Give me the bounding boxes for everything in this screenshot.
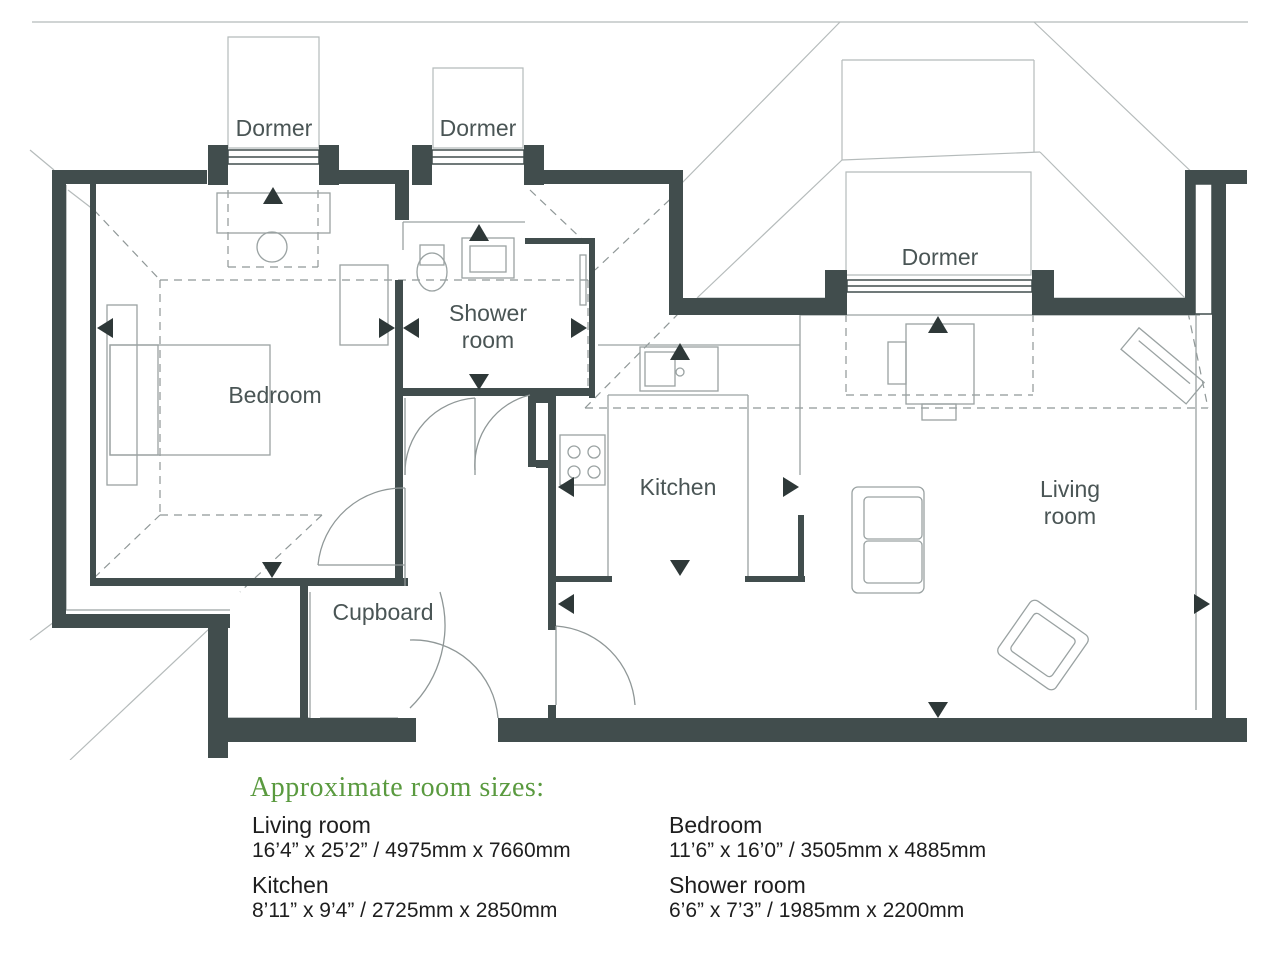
arrow-right-living [1194,594,1210,614]
label-cupboard: Cupboard [332,599,433,625]
sofa [851,486,925,594]
arrow-left-living [558,594,574,614]
basin [461,237,515,279]
arrow-left-bedroom [97,318,113,338]
hob [559,434,606,486]
sizes-title: Approximate room sizes: [250,772,545,803]
size-entry: Living room 16’4” x 25’2” / 4975mm x 766… [252,812,571,864]
sizes-column-right: Bedroom 11’6” x 16’0” / 3505mm x 4885mm … [669,812,986,932]
arrow-left-shower [403,318,419,338]
arrow-down-shower [469,374,489,390]
room-sizes: Approximate room sizes: Living room 16’4… [250,772,1250,952]
bedside-unit [106,304,138,486]
size-room-name: Shower room [669,872,806,898]
arrow-down-bedroom [262,562,282,578]
size-entry: Shower room 6’6” x 7’3” / 1985mm x 2200m… [669,872,986,924]
size-room-name: Living room [252,812,371,838]
windows [227,149,1213,315]
arrow-down-kitchen [670,560,690,576]
arrow-up-bed-dormer [263,187,283,204]
arrow-left-kitchen [558,477,574,497]
tv-unit [1120,326,1206,405]
measure-arrows [97,187,1210,718]
floor-plan: Dormer Dormer Dormer Shower room Bedroom… [29,21,1248,760]
arrow-right-kitchen [783,477,799,497]
label-dormer-bedroom: Dormer [236,115,313,141]
label-dormer-shower: Dormer [440,115,517,141]
dormer-stool [256,231,288,263]
size-entry: Bedroom 11’6” x 16’0” / 3505mm x 4885mm [669,812,986,864]
arrow-right-bedroom [379,318,395,338]
furniture [106,192,1206,691]
label-kitchen: Kitchen [640,474,717,500]
sizes-column-left: Living room 16’4” x 25’2” / 4975mm x 766… [252,812,571,932]
size-dimensions: 8’11” x 9’4” / 2725mm x 2850mm [252,899,558,922]
size-dimensions: 6’6” x 7’3” / 1985mm x 2200mm [669,899,965,922]
size-dimensions: 16’4” x 25’2” / 4975mm x 7660mm [252,839,571,862]
roof-slope-lines [93,189,1209,593]
dining-table [905,323,975,405]
size-room-name: Bedroom [669,812,763,838]
door-swings [317,394,636,719]
towel-rail [579,254,587,306]
arrow-right-shower [571,318,587,338]
arrow-down-living [928,702,948,718]
toilet [416,252,448,292]
size-dimensions: 11’6” x 16’0” / 3505mm x 4885mm [669,839,987,862]
label-bedroom: Bedroom [228,382,321,408]
arrow-up-kitchen [670,343,690,360]
label-shower-line1: Shower [449,300,527,326]
label-shower-line2: room [462,327,514,353]
size-room-name: Kitchen [252,872,329,898]
arrow-up-living-dormer [928,316,948,333]
inner-lines [65,185,1200,719]
size-entry: Kitchen 8’11” x 9’4” / 2725mm x 2850mm [252,872,571,924]
arrow-up-shower-dormer [469,224,489,241]
label-living-line1: Living [1040,476,1100,502]
wardrobe [339,264,389,346]
label-living-line2: room [1044,503,1096,529]
label-dormer-living: Dormer [902,244,979,270]
walls [52,145,1247,758]
armchair [997,599,1089,691]
